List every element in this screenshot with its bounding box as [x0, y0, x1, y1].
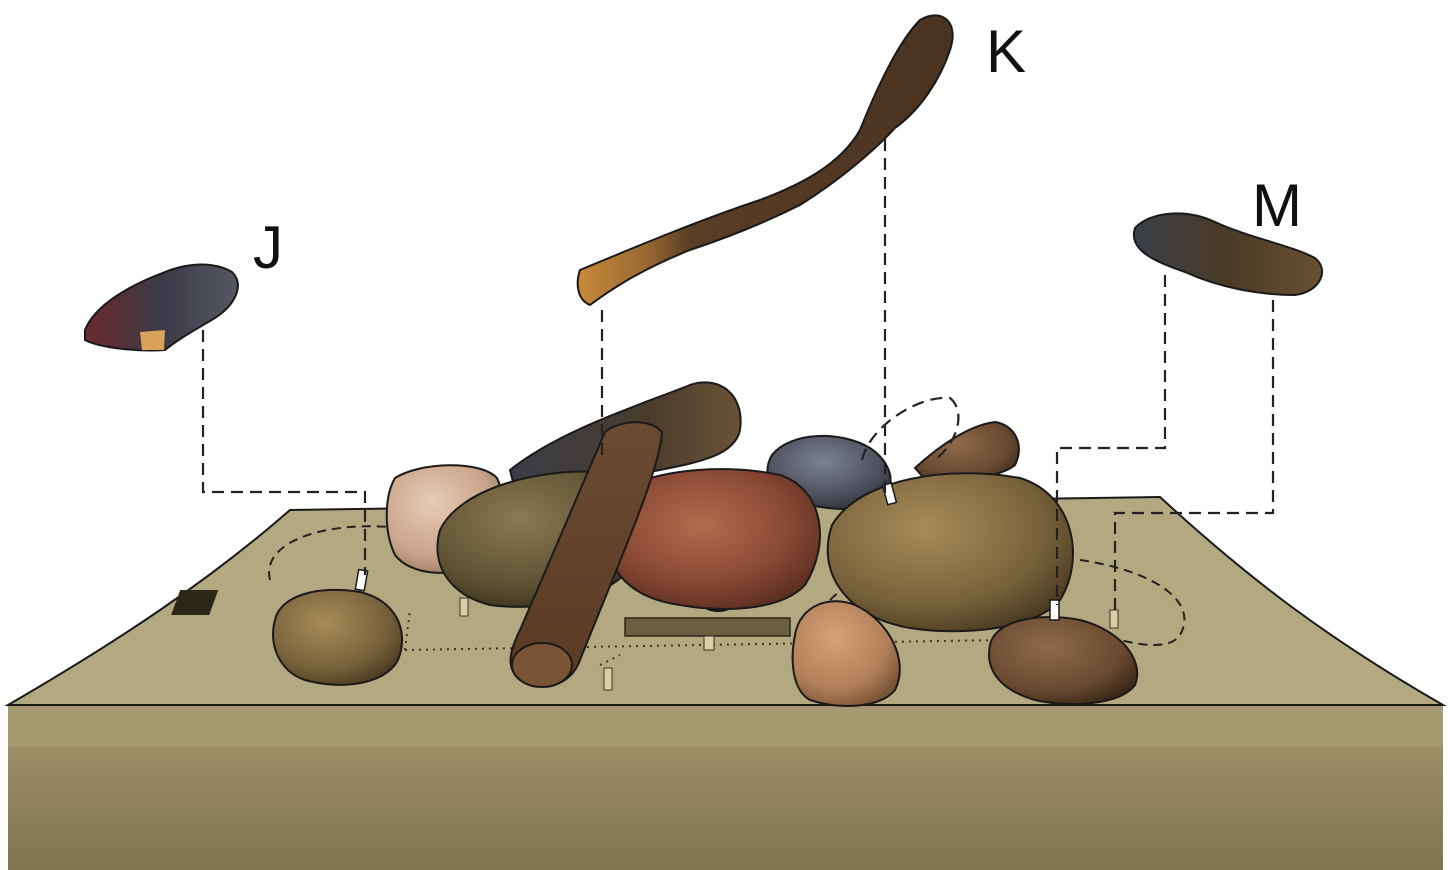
burnt-stick-end: [512, 643, 572, 687]
platform-slot-center: [625, 618, 790, 636]
label-k: K: [986, 22, 1026, 82]
front-left-stone: [273, 590, 402, 685]
platform-front: [8, 747, 1443, 870]
label-m: M: [1252, 176, 1302, 236]
specimen-j-highlight: [140, 330, 165, 350]
leader-loop-k: [862, 398, 958, 460]
label-j: J: [253, 218, 283, 278]
platform-front-upper: [8, 705, 1443, 747]
specimen-k: [578, 15, 953, 305]
tan-stone-right: [828, 473, 1073, 631]
